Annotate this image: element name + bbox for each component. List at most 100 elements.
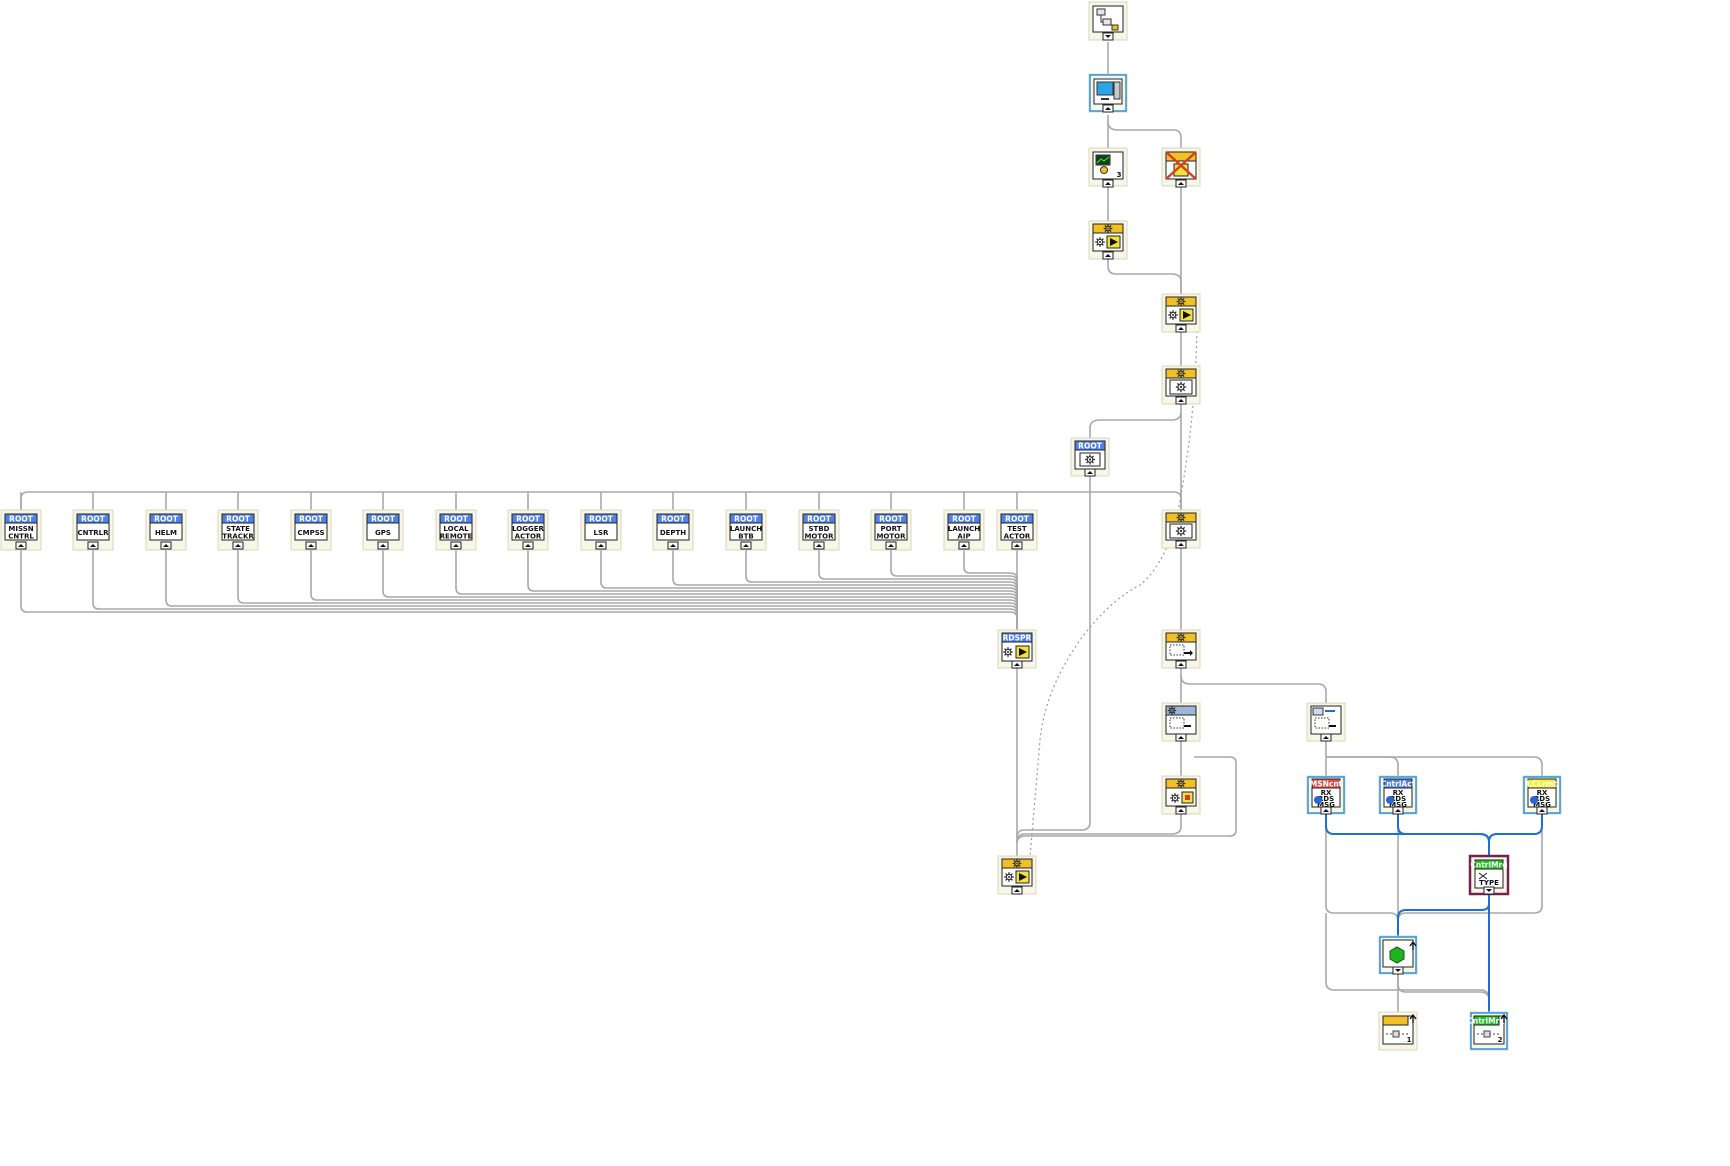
arrow-up-icon [1323,809,1329,812]
monitor-node[interactable] [1088,73,1128,113]
actor-name-label: DEPTH [660,529,686,537]
gear-tooth [1018,864,1021,868]
gear-tooth [1177,374,1180,378]
gear-hub [1180,782,1182,785]
indicator-count-label: 2 [1498,1036,1503,1044]
actor-icon-header [76,513,110,524]
launch-root-node[interactable] [1088,220,1128,260]
actor-icon-header [874,513,908,524]
gear-tooth [1172,711,1176,714]
error-node[interactable] [1161,147,1201,188]
launch-actor-node[interactable] [997,855,1037,895]
msg-label: MSG [1533,801,1551,809]
rx-label: RX [1321,789,1332,797]
send-reply-node[interactable] [1306,702,1346,742]
actor-frame-node-2[interactable] [1161,509,1201,549]
hierarchy-box-3 [1111,24,1119,31]
gear-hub [1180,636,1182,639]
arrow-up-icon [1178,182,1184,185]
gear-hub [1179,385,1183,389]
gear-tooth [1176,532,1180,536]
gear-tooth [1109,229,1112,233]
chart-node[interactable]: 3 [1088,147,1128,188]
actor-name-label-line2: MOTOR [876,533,906,541]
indicator-node-1[interactable]: 1 [1378,1011,1418,1051]
gear-tooth [1177,513,1180,517]
top-hierarchy-node[interactable] [1088,1,1128,41]
root-header-label: ROOT [734,515,759,524]
rds-label: RDS [1390,795,1406,803]
arrow-up-icon [1014,544,1020,547]
wire [1325,812,1399,936]
send-message-node[interactable] [1161,629,1201,669]
stop-square-icon [1185,795,1190,800]
wire [1089,411,1182,438]
rdspr-header-label: RDSPR [1003,634,1032,643]
gear-tooth [1177,518,1180,522]
gear-hub [1016,862,1018,865]
gear-tooth [1005,873,1008,876]
stop-actor-node[interactable] [1161,775,1201,815]
root-header-label: ROOT [444,515,469,524]
monitor-icon [1096,81,1114,96]
slider-thumb-icon [1392,1030,1400,1038]
actor-name-label-line1: STBD [809,525,830,533]
actor-core-node[interactable] [1161,293,1201,333]
gear-tooth [1174,316,1177,319]
gear-hub [1107,227,1109,230]
arrow-up-icon [1178,543,1184,546]
state-ref-wire [1029,330,1198,857]
arrow-up-icon [380,544,386,547]
arrow-up-icon [1323,736,1329,739]
root-frame-node[interactable]: ROOT [1070,437,1110,477]
wire [20,550,1018,630]
gear-tooth [1177,302,1180,306]
rdspr-node[interactable]: RDSPR [997,629,1037,669]
gear-tooth [1171,794,1174,797]
root-header-label: ROOT [1005,515,1030,524]
gear-tooth [1176,794,1179,797]
gear-tooth [1182,388,1186,392]
send-config-node[interactable] [1161,702,1201,742]
gear-tooth [1010,878,1013,881]
wire [1326,756,1399,776]
disabled-cross-icon [1165,151,1197,180]
actor-icon-header [294,513,328,524]
arrow-down-icon [1395,969,1401,972]
root-header-label: ROOT [879,515,904,524]
object-cube-node[interactable] [1378,935,1418,975]
wire [1016,476,1091,839]
gear-tooth [1176,799,1179,802]
actor-frame-node[interactable] [1161,365,1201,405]
type-label: TYPE [1479,879,1499,887]
wire [165,550,1018,630]
wire [1107,121,1182,148]
gear-tooth [1009,648,1012,651]
vi-icon-header [1473,1015,1500,1026]
gear-hub [1171,313,1175,317]
root-header-label: ROOT [9,515,34,524]
gear-hub [1180,372,1182,375]
gear-tooth [1013,864,1016,868]
message-icon [1169,717,1185,729]
